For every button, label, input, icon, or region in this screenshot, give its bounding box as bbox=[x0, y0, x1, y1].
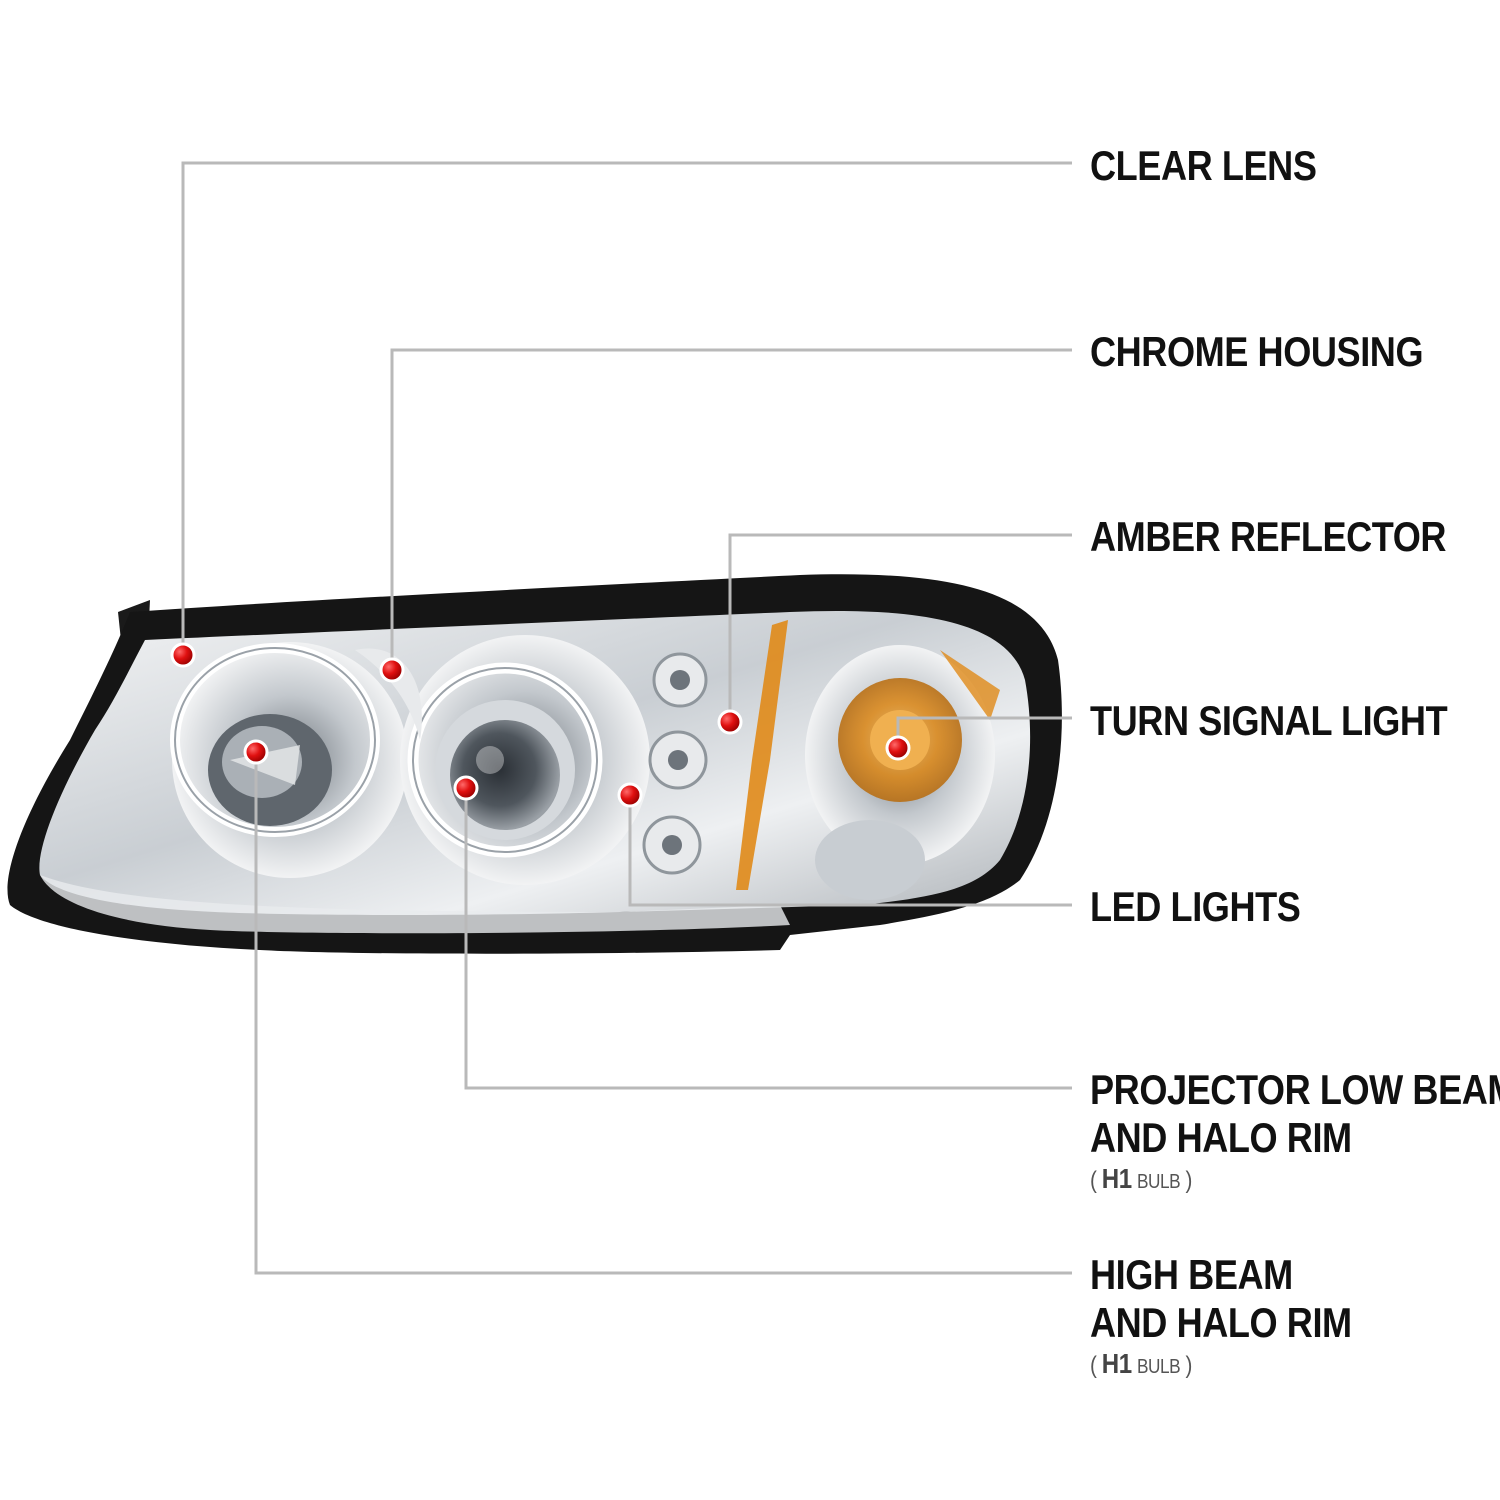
marker-high-beam bbox=[243, 739, 269, 765]
amber-reflector-strip bbox=[736, 620, 788, 890]
marker-projector bbox=[453, 775, 479, 801]
projector-low-beam-unit bbox=[400, 635, 650, 885]
projector-lens bbox=[450, 720, 560, 830]
label-text: CLEAR LENS bbox=[1090, 142, 1317, 189]
label-amber-reflector: AMBER REFLECTOR bbox=[1090, 513, 1447, 561]
lower-trim bbox=[40, 875, 790, 934]
marker-turn-signal bbox=[885, 735, 911, 761]
markers bbox=[170, 642, 911, 808]
label-projector-low-beam: PROJECTOR LOW BEAM AND HALO RIM ( H1 BUL… bbox=[1090, 1066, 1500, 1199]
label-text: AMBER REFLECTOR bbox=[1090, 513, 1447, 560]
label-text: PROJECTOR LOW BEAM bbox=[1090, 1066, 1500, 1113]
leader-line-high-beam bbox=[254, 752, 1072, 1275]
leader-line-projector bbox=[464, 788, 1072, 1090]
label-text: AND HALO RIM bbox=[1090, 1114, 1352, 1161]
leader-lines bbox=[181, 161, 1072, 1275]
leader-line-chrome-housing bbox=[390, 348, 1072, 670]
leader-line-led-lights bbox=[628, 795, 1072, 907]
label-text: LED LIGHTS bbox=[1090, 883, 1301, 930]
headlight-assembly bbox=[7, 574, 1062, 954]
bulb-note: ( H1 BULB ) bbox=[1090, 1163, 1192, 1194]
leader-line-clear-lens bbox=[181, 161, 1072, 655]
label-chrome-housing: CHROME HOUSING bbox=[1090, 328, 1424, 376]
marker-clear-lens bbox=[170, 642, 196, 668]
label-clear-lens: CLEAR LENS bbox=[1090, 142, 1317, 190]
marker-led-lights bbox=[617, 782, 643, 808]
label-text: TURN SIGNAL LIGHT bbox=[1090, 697, 1448, 744]
marker-chrome-housing bbox=[379, 657, 405, 683]
label-turn-signal-light: TURN SIGNAL LIGHT bbox=[1090, 697, 1448, 745]
led-cluster bbox=[642, 652, 708, 875]
label-text: HIGH BEAM bbox=[1090, 1251, 1293, 1298]
bulb-note: ( H1 BULB ) bbox=[1090, 1348, 1192, 1379]
high-beam-unit bbox=[170, 642, 408, 878]
leader-line-amber-reflector bbox=[728, 533, 1072, 722]
label-text: AND HALO RIM bbox=[1090, 1299, 1352, 1346]
label-high-beam: HIGH BEAM AND HALO RIM ( H1 BULB ) bbox=[1090, 1251, 1352, 1384]
label-led-lights: LED LIGHTS bbox=[1090, 883, 1301, 931]
marker-amber-reflector bbox=[717, 709, 743, 735]
label-text: CHROME HOUSING bbox=[1090, 328, 1424, 375]
